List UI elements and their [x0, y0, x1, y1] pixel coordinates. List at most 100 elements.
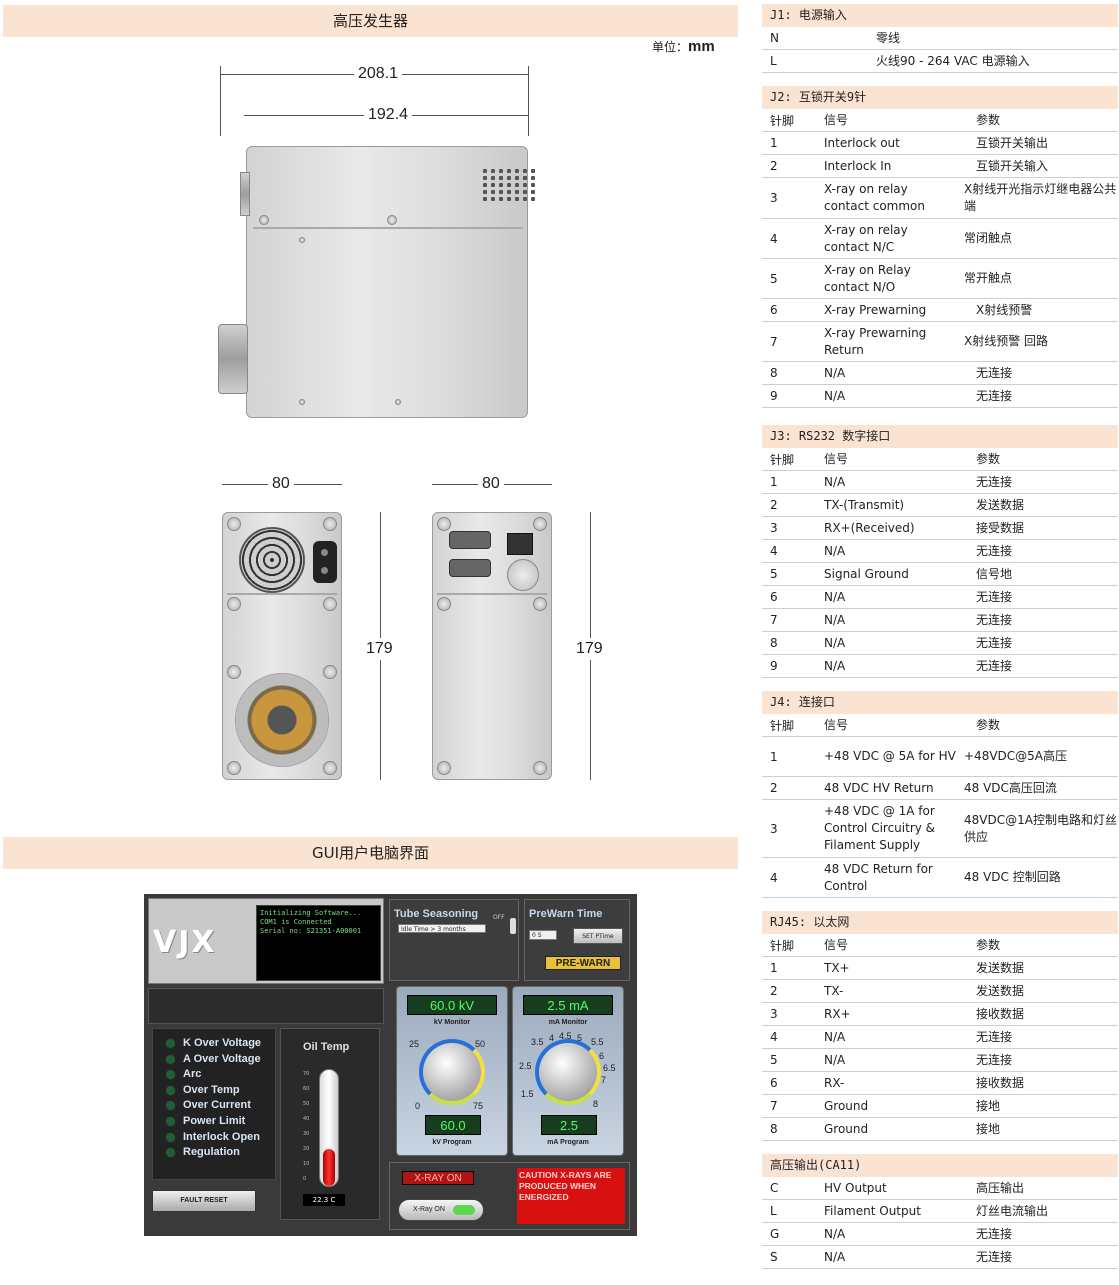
unit-label: 单位：mm [652, 38, 715, 55]
kv-monitor-display: 60.0 kV [407, 995, 497, 1015]
section-title-gui: GUI用户电脑界面 [3, 837, 738, 869]
prewarn-title: PreWarn Time [529, 908, 603, 920]
fault-indicator-list: K Over Voltage A Over Voltage Arc Over T… [152, 1028, 276, 1180]
table-title: RJ45: 以太网 [762, 911, 1118, 934]
dim-width-back: 80 [478, 475, 504, 493]
fan-grille [239, 527, 305, 593]
fault-over-temp: Over Temp [157, 1084, 271, 1100]
table-title: J3: RS232 数字接口 [762, 425, 1118, 448]
table-row: 1+48 VDC @ 5A for HV+48VDC@5A高压 [762, 737, 1118, 777]
hv-output-port [235, 673, 329, 767]
blank-panel [148, 988, 384, 1024]
fault-a-over-voltage: A Over Voltage [157, 1053, 271, 1069]
seasoning-toggle[interactable] [510, 918, 516, 934]
set-ptime-button[interactable]: SET PTime [573, 928, 623, 944]
fault-power-limit: Power Limit [157, 1115, 271, 1131]
table-title: J1: 电源输入 [762, 4, 1118, 27]
xray-on-indicator: X-RAY ON [402, 1171, 474, 1185]
logo-panel: VJX Initializing Software... COM1 is Con… [148, 898, 384, 984]
table-header-row: 针脚 信号 参数 [762, 934, 1118, 957]
kv-program-display[interactable]: 60.0 [425, 1115, 481, 1135]
kv-monitor-label: kV Monitor [433, 1019, 471, 1026]
dim-height-back: 179 [576, 638, 603, 660]
oil-temp-panel: Oil Temp 70 60 50 40 30 20 10 0 22.3 C [280, 1028, 380, 1220]
table-header-row: 针脚 信号 参数 [762, 109, 1118, 132]
dim-height-front: 179 [366, 638, 393, 660]
seasoning-off-label: OFF [493, 914, 505, 921]
table-j4-connector: J4: 连接口 针脚 信号 参数 1+48 VDC @ 5A for HV+48… [762, 691, 1118, 898]
db9-connector-j2 [449, 531, 491, 549]
vent-grid [483, 169, 536, 201]
fault-reset-button[interactable]: FAULT RESET [152, 1190, 256, 1212]
table-row: 3+48 VDC @ 1A for Control Circuitry & Fi… [762, 800, 1118, 858]
table-title: 高压输出(CA11) [762, 1154, 1118, 1177]
kv-program-label: kV Program [432, 1139, 472, 1146]
tube-seasoning-title: Tube Seasoning [394, 908, 479, 920]
table-title: J4: 连接口 [762, 691, 1118, 714]
tube-seasoning-panel: Tube Seasoning OFF Idle Time > 3 months [389, 899, 519, 981]
prewarn-panel: PreWarn Time 0 S SET PTime PRE-WARN [524, 899, 630, 981]
panel-edge [240, 172, 250, 216]
ma-knob[interactable] [535, 1039, 601, 1105]
ma-monitor-label: mA Monitor [548, 1019, 588, 1026]
thermometer-fill [323, 1149, 335, 1186]
dim-length-outer: 208.1 [354, 65, 403, 83]
kv-knob[interactable] [419, 1039, 485, 1105]
table-title: J2: 互锁开关9针 [762, 86, 1118, 109]
prewarn-time-input[interactable]: 0 S [529, 930, 557, 940]
table-row: L 火线90 - 264 VAC 电源输入 [762, 50, 1118, 73]
caution-warning: CAUTION X-RAYS ARE PRODUCED WHEN ENERGIZ… [517, 1168, 625, 1224]
fault-interlock-open: Interlock Open [157, 1131, 271, 1147]
oil-temp-title: Oil Temp [303, 1041, 350, 1053]
rj45-port [507, 533, 533, 555]
dim-length-inner: 192.4 [364, 106, 413, 124]
xray-on-button[interactable]: X-Ray ON [398, 1199, 484, 1221]
dim-width-front: 80 [268, 475, 294, 493]
device-side-view [246, 146, 535, 418]
j4-round-connector [507, 559, 539, 591]
seasoning-select[interactable]: Idle Time > 3 months [398, 924, 486, 933]
ma-meter: 2.5 mA mA Monitor 3.5 4 4.5 5 5.5 2.5 6 … [512, 986, 624, 1156]
prewarn-button[interactable]: PRE-WARN [545, 956, 621, 970]
device-front-view [222, 512, 342, 780]
xray-control-zone: X-RAY ON X-Ray ON CAUTION X-RAYS ARE PRO… [389, 1162, 630, 1230]
oil-thermometer [319, 1069, 339, 1187]
table-header-row: 针脚 信号 参数 [762, 714, 1118, 737]
power-inlet [313, 541, 337, 583]
table-j1-power-input: J1: 电源输入 N 零线 L 火线90 - 264 VAC 电源输入 [762, 4, 1118, 73]
fault-over-current: Over Current [157, 1099, 271, 1115]
ma-program-display[interactable]: 2.5 [541, 1115, 597, 1135]
ma-program-label: mA Program [547, 1139, 589, 1146]
vjx-logo: VJX [153, 925, 217, 960]
